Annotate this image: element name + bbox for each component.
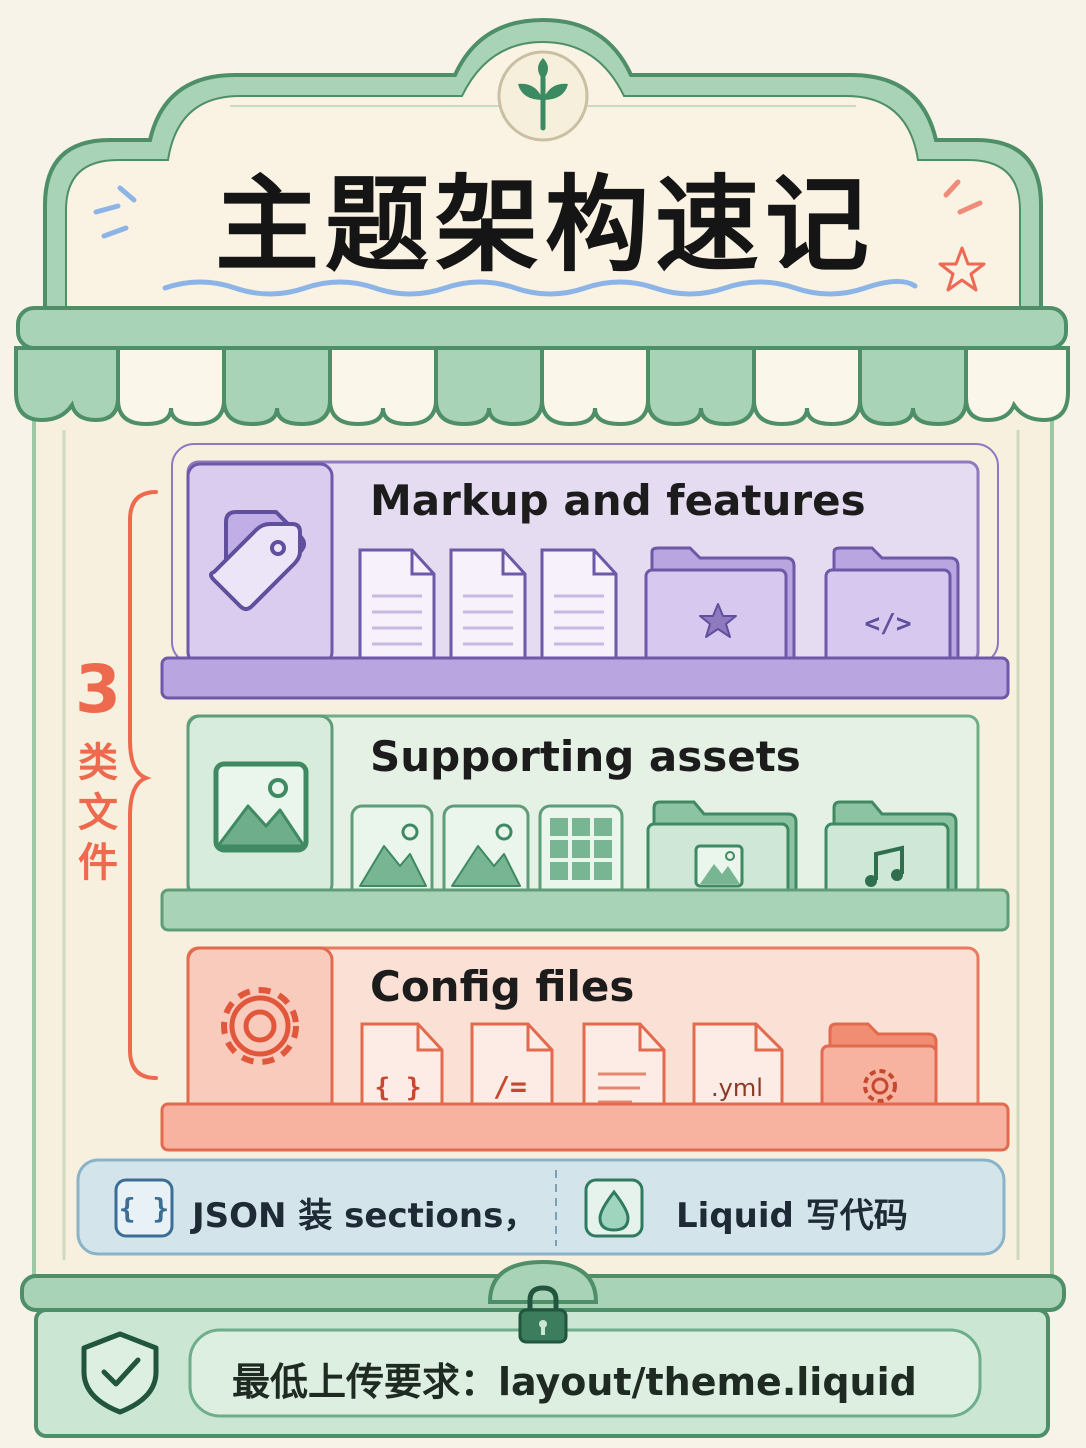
braces-icon: { } [114,1178,174,1238]
shelf-board [160,656,1010,700]
awning [14,306,1070,427]
code-glyph: </> [865,609,912,639]
shelf-title-markup: Markup and features [370,476,866,525]
folder-image-icon [646,800,798,904]
folder-music-icon [824,800,958,904]
image-icon [213,761,309,853]
shelf-markup-and-features: </> [160,443,1010,700]
minimum-upload-requirement: 最低上传要求：layout/theme.liquid [232,1359,917,1404]
note-json: JSON 装 sections， [192,1196,538,1236]
droplet-icon [584,1178,644,1238]
file-category-count: 3 [75,651,121,728]
lock-icon [518,1285,568,1344]
shelf-title-assets: Supporting assets [370,732,801,781]
gear-icon [221,987,299,1065]
shelf-board [160,1102,1010,1152]
settings-file-icon: /= [470,1022,554,1120]
footer-counter [20,1259,1066,1438]
shelf-title-config: Config files [370,962,635,1011]
shelf-config-files: { } /= .yml [160,946,1010,1152]
yml-file-icon: .yml [692,1022,784,1120]
text-file-icon [582,1022,666,1120]
svg-text:{ }: { } [119,1192,170,1225]
json-file-icon: { } [360,1022,444,1120]
title-underline [162,279,918,297]
sign-board [43,17,1043,312]
sparkle-marks [93,179,983,239]
file-glyph: /= [493,1070,527,1103]
file-glyph: { } [375,1073,422,1103]
folder-code-icon: </> [824,546,960,666]
image-file-icon [442,804,530,900]
note-bar [76,1158,1006,1256]
note-liquid: Liquid 写代码 [676,1196,908,1236]
shelf-board [160,888,1010,932]
file-category-caption: 类文件 [78,740,118,886]
document-icon [358,548,436,666]
folder-star-icon [644,546,796,666]
grid-file-icon [538,804,624,900]
document-icon [449,548,527,666]
document-icon [540,548,618,666]
shelf-supporting-assets [160,714,1010,932]
sprout-badge [497,50,589,142]
page-title: 主题架构速记 [214,163,875,286]
image-file-icon [350,804,434,900]
shield-check-icon [81,1331,159,1415]
left-brace [128,490,158,1080]
star-icon [938,246,986,292]
tag-icon [209,510,306,611]
file-glyph: .yml [711,1074,763,1102]
